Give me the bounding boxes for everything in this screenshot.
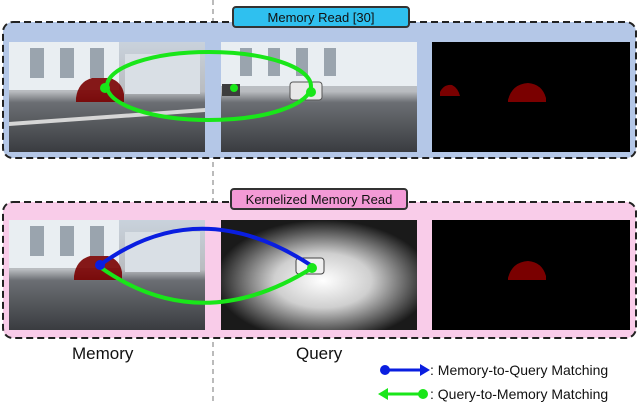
query-column-label: Query <box>296 344 343 363</box>
bottom-panel-title: Kernelized Memory Read <box>230 188 408 210</box>
bottom-result-image <box>432 220 630 330</box>
bottom-blue-endpoint-memory <box>95 260 105 270</box>
top-green-endpoint-query-car <box>230 84 238 92</box>
bottom-green-matching-arc <box>98 265 314 305</box>
top-panel-title: Memory Read [30] <box>232 6 410 28</box>
blue-double-arrow-icon <box>380 364 430 376</box>
legend-query-to-memory: : Query-to-Memory Matching <box>378 384 608 404</box>
bottom-blue-matching-arc <box>98 226 314 268</box>
legend-memory-to-query-text: : Memory-to-Query Matching <box>430 362 609 378</box>
legend-memory-to-query: : Memory-to-Query Matching <box>378 360 608 380</box>
memory-column-label: Memory <box>72 344 134 363</box>
top-query-image <box>221 42 417 152</box>
top-green-endpoint-query <box>306 87 316 97</box>
legend-query-to-memory-text: : Query-to-Memory Matching <box>430 386 609 402</box>
bottom-panel-title-text: Kernelized Memory Read <box>245 191 393 207</box>
top-memory-image <box>9 42 205 152</box>
top-panel-title-text: Memory Read [30] <box>267 9 375 25</box>
green-double-arrow-icon <box>378 388 428 400</box>
bottom-green-endpoint-query <box>307 263 317 273</box>
top-result-image <box>432 42 630 152</box>
top-green-endpoint-memory <box>100 83 110 93</box>
